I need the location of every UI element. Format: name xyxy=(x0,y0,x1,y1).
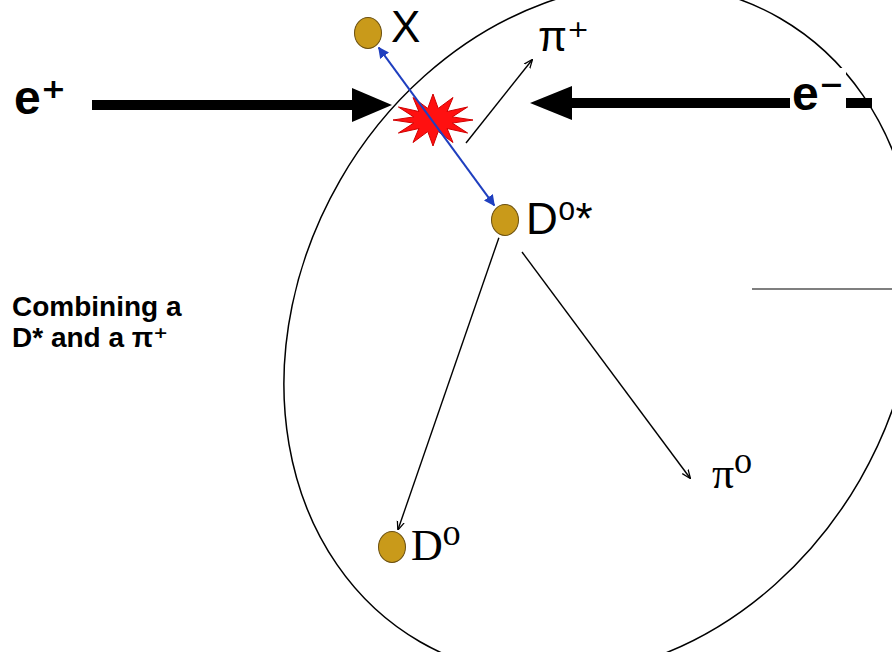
note-text: Combining a D* and a π⁺ xyxy=(12,292,207,354)
particle-circle: D⁰ xyxy=(378,531,406,563)
beam-label: e⁺ xyxy=(14,72,66,125)
particle-circle: X xyxy=(354,17,382,49)
beam-label: e⁻ xyxy=(790,68,846,121)
positron-arrowhead xyxy=(352,88,392,122)
particle-label: π⁰ xyxy=(712,450,752,498)
event-ellipse xyxy=(160,0,892,652)
pion-track xyxy=(466,60,532,143)
particle-label: D⁰* xyxy=(526,197,593,241)
particle-circle: D⁰* xyxy=(491,204,519,236)
decay-arrow xyxy=(379,48,494,206)
particle-label: D⁰ xyxy=(411,524,460,568)
decay-arrow xyxy=(398,238,499,530)
electron-arrowhead xyxy=(530,86,572,120)
particle-label: π⁺ xyxy=(538,14,589,60)
particle-label: X xyxy=(391,5,420,49)
collision-burst xyxy=(393,94,473,146)
positron-beam xyxy=(92,100,358,110)
pion-track xyxy=(522,252,690,478)
leader-line xyxy=(752,288,892,289)
